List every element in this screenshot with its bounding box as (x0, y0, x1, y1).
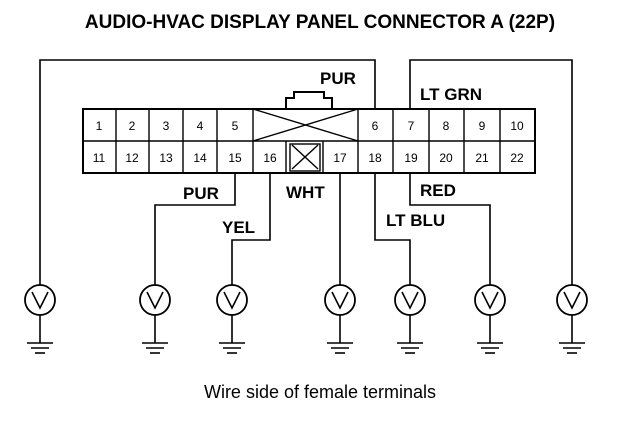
label-red: RED (420, 181, 456, 200)
pin-label-1: 1 (96, 119, 103, 133)
pin-label-18: 18 (368, 151, 382, 165)
voltmeter-icon (216, 284, 248, 343)
pin-label-6: 6 (372, 119, 379, 133)
voltmeter-icon (556, 284, 588, 343)
ground-icon (327, 342, 353, 354)
voltmeter-icon (139, 284, 171, 343)
ground-icon (142, 342, 168, 354)
pin-label-7: 7 (408, 119, 415, 133)
pin-row-bottom: 11 12 13 14 15 16 17 18 19 20 21 22 (93, 151, 524, 165)
ground-icon (27, 342, 53, 354)
pin-label-17: 17 (333, 151, 347, 165)
pin-label-14: 14 (193, 151, 207, 165)
wire-ltblu-pin18 (374, 173, 411, 285)
pin-label-15: 15 (228, 151, 242, 165)
pin-label-10: 10 (510, 119, 524, 133)
wire-ltgrn-pin7 (409, 59, 573, 285)
label-lt-grn: LT GRN (420, 85, 482, 104)
ground-icon (559, 342, 585, 354)
pin-label-16: 16 (263, 151, 277, 165)
pin-label-12: 12 (125, 151, 139, 165)
pin-label-19: 19 (404, 151, 418, 165)
voltmeter-icon (474, 284, 506, 343)
pin-row-top: 1 2 3 4 5 6 7 8 9 10 (96, 119, 524, 133)
label-wht: WHT (286, 183, 325, 202)
pin-label-22: 22 (510, 151, 524, 165)
pin-label-11: 11 (93, 151, 106, 165)
pin-label-8: 8 (443, 119, 450, 133)
voltmeter-icon (394, 284, 426, 343)
pin-label-21: 21 (475, 151, 489, 165)
ground-icon (477, 342, 503, 354)
pin-label-3: 3 (163, 119, 170, 133)
wire-red-pin19 (409, 173, 491, 285)
label-lt-blu: LT BLU (386, 211, 445, 230)
voltmeter-icon (24, 284, 56, 343)
wire-yel-pin16 (231, 173, 271, 285)
connector-latch (285, 91, 333, 108)
pin-label-13: 13 (159, 151, 173, 165)
wire-pur-pin6 (39, 59, 376, 285)
pin-label-5: 5 (232, 119, 239, 133)
pin-label-4: 4 (197, 119, 204, 133)
wire-pur-pin15 (154, 173, 236, 285)
label-pur-bottom: PUR (183, 184, 219, 203)
pin-label-9: 9 (479, 119, 486, 133)
ground-icon (397, 342, 423, 354)
diagram-title: AUDIO-HVAC DISPLAY PANEL CONNECTOR A (22… (84, 12, 556, 33)
voltmeter-icon (324, 284, 356, 343)
pin-label-2: 2 (129, 119, 136, 133)
diagram-caption: Wire side of female terminals (203, 382, 437, 402)
voltmeter-group (24, 284, 588, 354)
ground-icon (219, 342, 245, 354)
label-pur-top: PUR (320, 69, 356, 88)
label-yel: YEL (222, 218, 255, 237)
pin-label-20: 20 (439, 151, 453, 165)
